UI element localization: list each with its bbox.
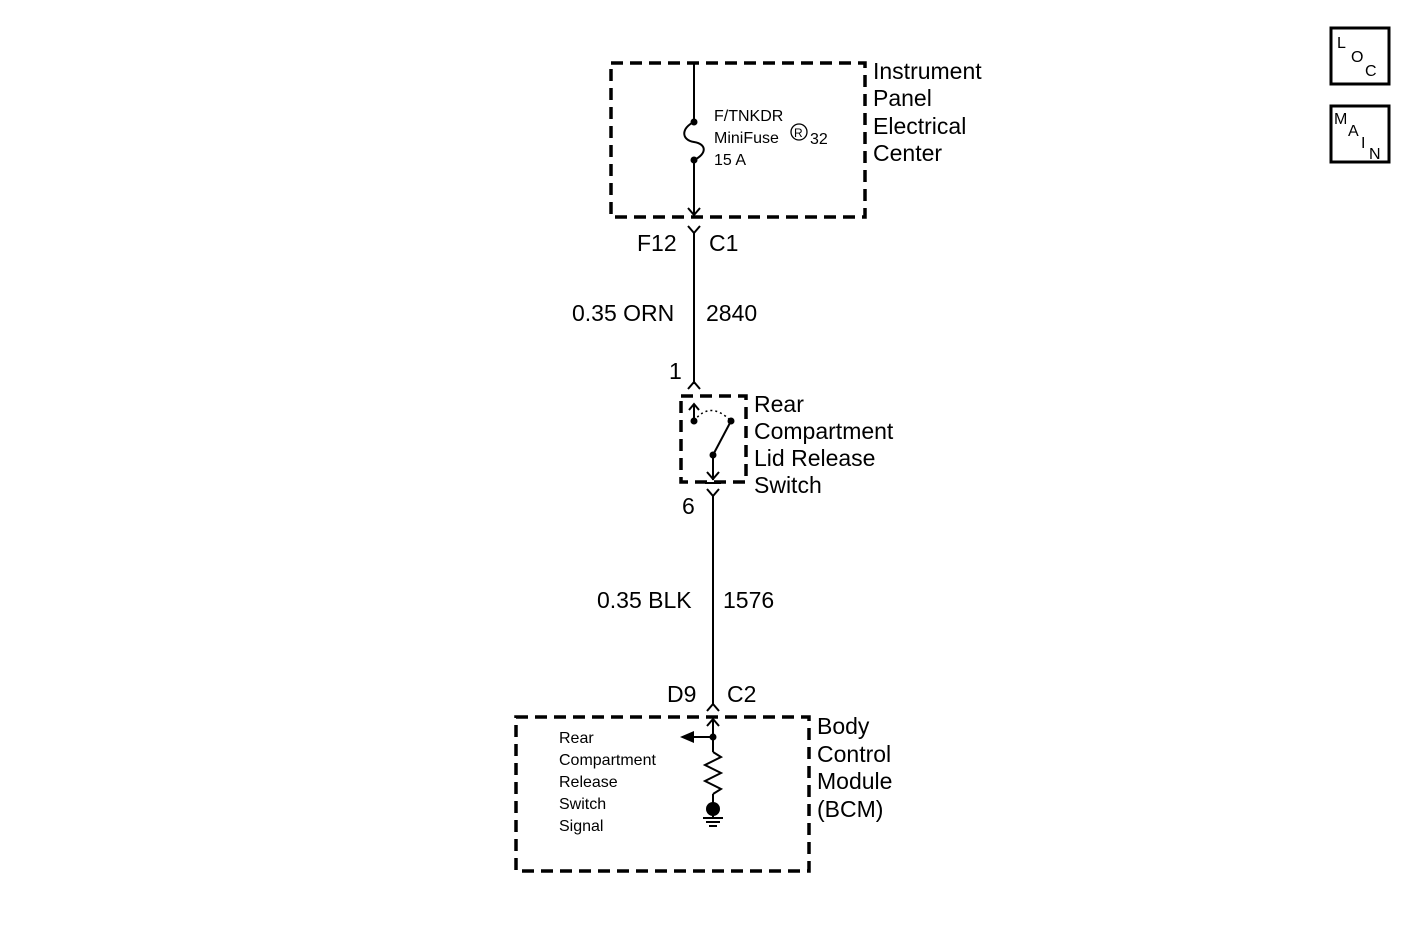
ipec-label-line-1: Instrument [873, 58, 982, 84]
main-letter-i: I [1361, 135, 1365, 152]
resistor-icon [702, 751, 724, 795]
ipec-boundary [609, 61, 867, 219]
main-letter-n: N [1369, 146, 1381, 163]
switch-label-line-2: Compartment [754, 418, 894, 444]
fuse-name: F/TNKDR [714, 108, 783, 125]
fuse-symbol [683, 63, 705, 217]
main-letter-a: A [1348, 123, 1359, 140]
connector-c2-symbol [706, 702, 720, 712]
bcm-boundary [514, 715, 811, 873]
switch-label-line-4: Switch [754, 472, 822, 498]
loc-letter-c: C [1365, 63, 1377, 80]
switch-boundary [679, 394, 748, 484]
wire-2-gauge-color: 0.35 BLK [597, 587, 692, 613]
fuse-type: MiniFuse [714, 130, 779, 147]
svg-text:R: R [794, 126, 803, 140]
ipec-label-line-2: Panel [873, 85, 932, 111]
ipec-label-line-4: Center [873, 140, 942, 166]
switch-label-line-1: Rear [754, 391, 804, 417]
loc-letter-o: O [1351, 49, 1363, 66]
fuse-rating: 15 A [714, 152, 746, 169]
switch-pin-1: 1 [669, 358, 682, 384]
bcm-signal-line-1: Rear [559, 730, 594, 747]
loc-letter-l: L [1337, 35, 1346, 52]
ipec-module: Instrument Panel Electrical Center F/TNK… [609, 58, 982, 219]
bcm-signal-line-3: Release [559, 774, 618, 791]
fuse-number: 32 [810, 131, 828, 148]
bcm-label-line-2: Control [817, 741, 891, 767]
bcm-label-line-3: Module [817, 768, 892, 794]
connector-top-id: C1 [709, 230, 738, 256]
connector-bottom-pin: D9 [667, 681, 696, 707]
main-button[interactable]: M A I N [1329, 104, 1391, 164]
switch-module [679, 394, 748, 498]
connector-c1-symbol [687, 225, 701, 235]
wire-2-circuit: 1576 [723, 587, 774, 613]
bcm-signal-line-4: Switch [559, 796, 606, 813]
ground-icon [703, 802, 723, 827]
bcm-module: Rear Compartment Release Switch Signal [514, 715, 811, 873]
loc-button[interactable]: L O C [1329, 26, 1391, 86]
ipec-label-line-3: Electrical [873, 113, 966, 139]
registered-mark-icon: R [790, 123, 808, 141]
switch-pin-6: 6 [682, 493, 695, 519]
switch-label-line-3: Lid Release [754, 445, 875, 471]
main-letter-m: M [1334, 111, 1347, 128]
wire-1-circuit: 2840 [706, 300, 757, 326]
bcm-signal-line-2: Compartment [559, 752, 656, 769]
signal-arrow-icon [680, 731, 694, 743]
connector-top-pin: F12 [637, 230, 677, 256]
bcm-label-line-4: (BCM) [817, 796, 883, 822]
connector-bottom-id: C2 [727, 681, 756, 707]
bcm-label-line-1: Body [817, 713, 870, 739]
bcm-signal-line-5: Signal [559, 818, 603, 835]
switch-pin-1-connector [687, 380, 701, 390]
wire-1-gauge-color: 0.35 ORN [572, 300, 674, 326]
